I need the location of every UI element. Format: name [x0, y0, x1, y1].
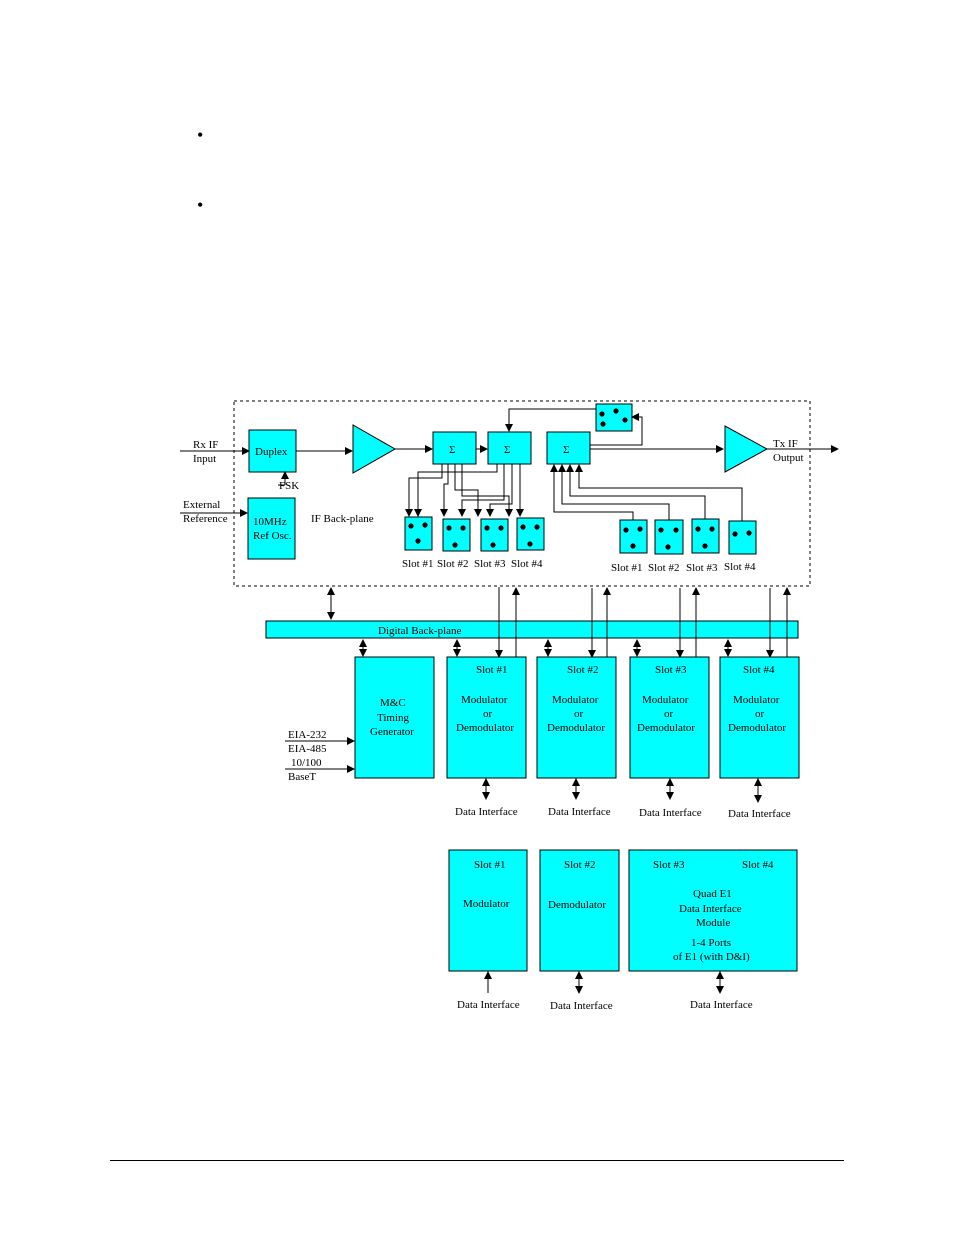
svg-text:or: or	[755, 708, 765, 720]
modem-slot-3: Slot #3 Modulator or Demodulator Data In…	[629, 656, 710, 819]
svg-text:or: or	[574, 708, 584, 720]
rx-if-label-2: Input	[193, 453, 216, 465]
svg-text:of E1 (with D&I): of E1 (with D&I)	[673, 951, 750, 963]
svg-text:Demodulator: Demodulator	[456, 722, 514, 734]
tx-amplifier	[724, 425, 769, 473]
tx-slot-label-4: Slot #4	[724, 561, 756, 573]
modem-slot-1: Slot #1 Modulator or Demodulator Data In…	[446, 656, 527, 818]
rx-amplifier	[352, 424, 397, 474]
mc-label-1: M&C	[380, 697, 406, 709]
svg-text:Modulator: Modulator	[463, 898, 510, 910]
rx-splitter-2	[487, 431, 532, 465]
tx-slot-label-3: Slot #3	[686, 562, 718, 574]
backplane-links	[359, 639, 732, 657]
svg-text:Modulator: Modulator	[552, 694, 599, 706]
mc-port-label-2: EIA-485	[288, 743, 327, 755]
modem-slot-2: Slot #2 Modulator or Demodulator Data In…	[536, 656, 617, 818]
duplex-label: Duplex	[255, 446, 288, 458]
svg-text:Demodulator: Demodulator	[728, 722, 786, 734]
sigma-2: Σ	[504, 444, 510, 456]
sigma-3: Σ	[563, 444, 569, 456]
svg-text:Demodulator: Demodulator	[547, 722, 605, 734]
example-slot-3-4: Slot #3 Slot #4 Quad E1 Data Interface M…	[628, 849, 798, 1011]
svg-text:Data Interface: Data Interface	[455, 806, 518, 818]
svg-text:Slot #3: Slot #3	[655, 664, 687, 676]
svg-text:or: or	[664, 708, 674, 720]
rx-slot-label-2: Slot #2	[437, 558, 468, 570]
svg-text:Module: Module	[696, 917, 730, 929]
mc-label-3: Generator	[370, 726, 414, 738]
tx-fanin	[550, 464, 743, 521]
svg-text:Quad E1: Quad E1	[693, 888, 732, 900]
external-ref-label: External	[183, 499, 220, 511]
top-switch	[595, 403, 633, 432]
svg-text:Slot #3: Slot #3	[653, 859, 685, 871]
rx-splitter-1	[432, 431, 477, 465]
digital-backplane	[265, 620, 799, 639]
svg-text:Slot #4: Slot #4	[743, 664, 775, 676]
sigma-1: Σ	[449, 444, 455, 456]
svg-text:Data Interface: Data Interface	[639, 807, 702, 819]
external-ref-label-2: Reference	[183, 513, 228, 525]
mc-port-label-4: BaseT	[288, 771, 316, 783]
rx-slot-switches	[404, 516, 545, 552]
svg-text:Data Interface: Data Interface	[679, 903, 742, 915]
svg-text:Modulator: Modulator	[642, 694, 689, 706]
example-slot-1: Slot #1 Modulator Data Interface	[448, 849, 528, 1011]
rx-if-label: Rx IF	[193, 439, 218, 451]
if-backplane-label: IF Back-plane	[311, 513, 374, 525]
svg-text:Slot #4: Slot #4	[742, 859, 774, 871]
svg-text:Modulator: Modulator	[461, 694, 508, 706]
example-slot-2: Slot #2 Demodulator Data Interface	[539, 849, 620, 1012]
if-to-modem-lines	[495, 587, 791, 658]
svg-text:Slot #1: Slot #1	[474, 859, 505, 871]
rx-slot-label-1: Slot #1	[402, 558, 433, 570]
modem-slot-4: Slot #4 Modulator or Demodulator Data In…	[719, 656, 800, 820]
mc-label-2: Timing	[377, 712, 410, 724]
rx-fanout	[405, 464, 524, 517]
svg-text:Demodulator: Demodulator	[548, 899, 606, 911]
svg-text:1-4 Ports: 1-4 Ports	[691, 937, 731, 949]
svg-text:Data Interface: Data Interface	[690, 999, 753, 1011]
rx-slot-label-4: Slot #4	[511, 558, 543, 570]
svg-text:Slot #2: Slot #2	[567, 664, 598, 676]
digital-backplane-label: Digital Back-plane	[378, 625, 462, 637]
tx-slot-switches	[619, 518, 757, 555]
svg-text:Modulator: Modulator	[733, 694, 780, 706]
svg-text:or: or	[483, 708, 493, 720]
svg-text:Slot #1: Slot #1	[476, 664, 507, 676]
bullet-2: •	[197, 195, 204, 215]
tx-slot-label-2: Slot #2	[648, 562, 679, 574]
tx-slot-label-1: Slot #1	[611, 562, 642, 574]
bullet-1: •	[197, 125, 204, 145]
svg-text:Data Interface: Data Interface	[457, 999, 520, 1011]
tx-if-label-2: Output	[773, 452, 804, 464]
mc-port-label-3: 10/100	[291, 757, 322, 769]
svg-text:Demodulator: Demodulator	[637, 722, 695, 734]
svg-text:Data Interface: Data Interface	[548, 806, 611, 818]
mc-timing-block	[354, 656, 435, 779]
ref-osc-label-2: Ref Osc.	[253, 530, 292, 542]
rx-slot-label-3: Slot #3	[474, 558, 506, 570]
svg-text:Slot #2: Slot #2	[564, 859, 595, 871]
footer-rule	[110, 1160, 844, 1161]
fsk-label: FSK	[279, 480, 299, 492]
ref-osc-label: 10MHz	[253, 516, 287, 528]
tx-if-label: Tx IF	[773, 438, 798, 450]
svg-text:Data Interface: Data Interface	[728, 808, 791, 820]
ref-osc-box	[247, 497, 296, 560]
mc-port-label-1: EIA-232	[288, 729, 327, 741]
if-backplane-enclosure	[233, 400, 811, 587]
svg-text:Data Interface: Data Interface	[550, 1000, 613, 1012]
